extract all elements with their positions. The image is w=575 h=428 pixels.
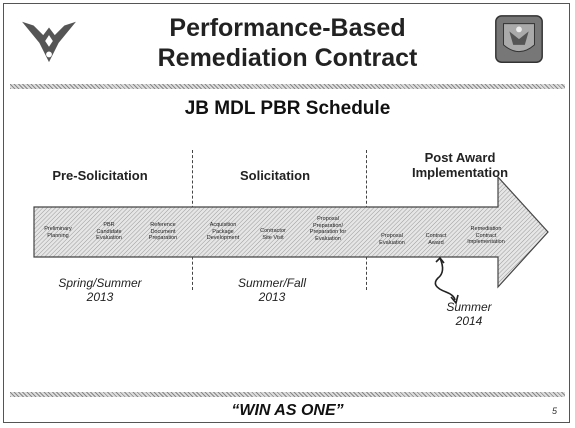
command-shield-icon — [495, 15, 543, 63]
step-preliminary-planning: Preliminary Planning — [44, 226, 72, 239]
step-proposal-evaluation: Proposal Evaluation — [379, 233, 405, 246]
step-contract-award: Contract Award — [425, 233, 447, 246]
step-reference-document-preparation: Reference Document Preparation — [148, 222, 178, 241]
bottom-hatch-bar — [10, 392, 565, 397]
step-pbr-candidate-evaluation: PBR Candidate Evaluation — [96, 222, 122, 241]
date-post-award: Summer 2014 — [446, 300, 492, 328]
phase-label-pre-solicitation: Pre-Solicitation — [52, 168, 148, 183]
step-contractor-site-visit: Contractor Site Visit — [260, 228, 286, 241]
step-acquisition-package-development: Acquisition Package Development — [206, 222, 240, 241]
top-hatch-bar — [10, 84, 565, 89]
page-number: 5 — [552, 406, 558, 416]
phase-label-post-award: Post Award Implementation — [411, 150, 509, 180]
date-pre-solicitation: Spring/Summer 2013 — [58, 276, 142, 304]
air-force-wings-icon — [22, 21, 76, 63]
title-line-2: Remediation Contract — [157, 44, 418, 72]
footer-motto: “WIN AS ONE” — [231, 402, 344, 419]
slide-frame — [3, 3, 570, 423]
schedule-subtitle: JB MDL PBR Schedule — [184, 98, 391, 119]
date-solicitation: Summer/Fall 2013 — [237, 276, 306, 304]
phase-label-solicitation: Solicitation — [239, 168, 311, 183]
title-line-1: Performance-Based — [169, 14, 406, 42]
step-remediation-contract-implementation: Remediation Contract Implementation — [467, 226, 505, 245]
step-proposal-preparation: Proposal Preparation/ Preparation for Ev… — [309, 216, 347, 242]
